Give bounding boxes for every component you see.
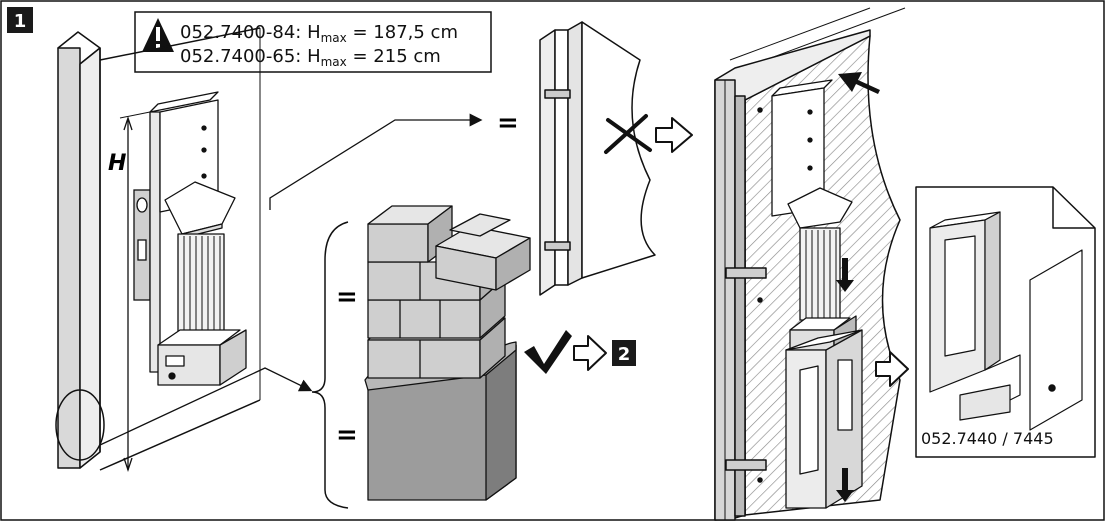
suitable-check-icon bbox=[524, 330, 572, 374]
accessory-part-number: 052.7440 / 7445 bbox=[921, 429, 1054, 448]
step-badge-2-label: 2 bbox=[618, 344, 631, 365]
equals-brick: = bbox=[336, 282, 358, 312]
stud-frame-detail bbox=[539, 21, 656, 296]
heater-right bbox=[771, 79, 863, 509]
left-wall-scene bbox=[57, 27, 261, 471]
step-badge-1-label: 1 bbox=[14, 11, 27, 32]
solid-wall-bracket bbox=[311, 221, 349, 509]
down-arrow-icon-1 bbox=[836, 258, 854, 292]
warning-line-2: 052.7400-65: Hmax = 215 cm bbox=[180, 46, 441, 69]
step-badge-1: 1 bbox=[7, 7, 33, 33]
equals-block: = bbox=[336, 420, 358, 450]
warning-box: 052.7400-84: Hmax = 187,5 cm 052.7400-65… bbox=[134, 11, 492, 73]
heater-left bbox=[149, 91, 247, 386]
warning-line-1: 052.7400-84: Hmax = 187,5 cm bbox=[180, 22, 458, 45]
floor-detail-circle bbox=[55, 389, 105, 461]
push-arrow-icon bbox=[838, 72, 880, 94]
height-label: H bbox=[108, 151, 126, 176]
arrow-right-icon-1 bbox=[655, 117, 693, 153]
warning-line-1-code: 052.7400-84: H bbox=[180, 22, 321, 43]
warning-line-2-value: = 215 cm bbox=[347, 46, 441, 67]
detail-connector-line bbox=[99, 367, 313, 446]
height-dimension bbox=[119, 111, 151, 473]
warning-line-2-code: 052.7400-65: H bbox=[180, 46, 321, 67]
step-badge-2: 2 bbox=[612, 340, 636, 366]
warning-line-2-sub: max bbox=[321, 55, 347, 69]
warning-line-1-sub: max bbox=[321, 31, 347, 45]
warning-line-1-value: = 187,5 cm bbox=[347, 22, 458, 43]
arrow-right-icon-2 bbox=[573, 335, 607, 371]
spirit-level bbox=[133, 189, 151, 301]
equals-frame: = bbox=[497, 108, 519, 138]
down-arrow-icon-2 bbox=[836, 468, 854, 502]
brick-wall bbox=[364, 205, 531, 501]
arrow-right-icon-3 bbox=[875, 351, 909, 387]
warning-triangle-icon bbox=[142, 18, 174, 52]
accessory-panel bbox=[915, 186, 1096, 458]
not-suitable-cross-icon bbox=[604, 114, 652, 154]
frame-connector-line bbox=[269, 113, 483, 210]
